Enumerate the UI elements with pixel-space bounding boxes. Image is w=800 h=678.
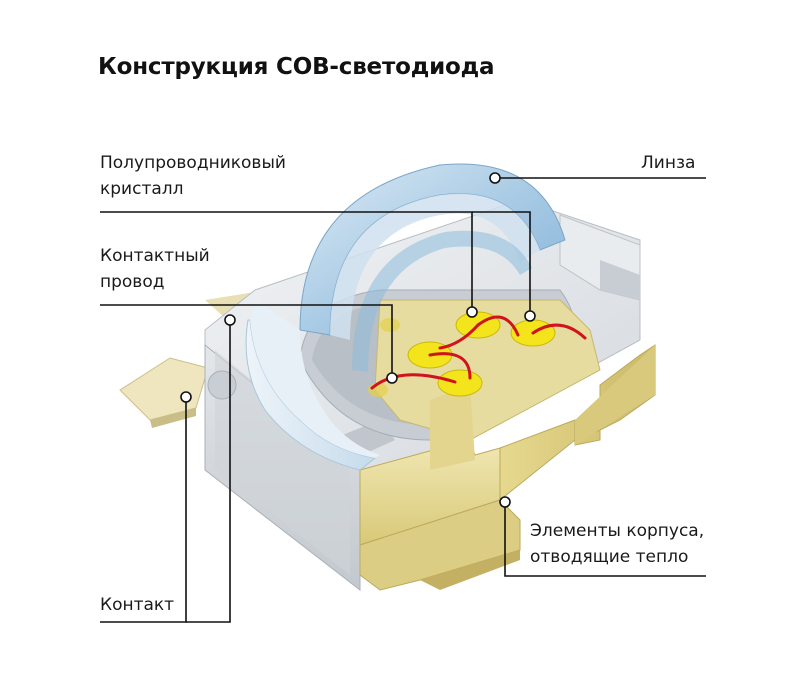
leader-lines xyxy=(100,177,706,623)
lens xyxy=(245,163,566,471)
label-heat-line2: отводящие тепло xyxy=(530,547,689,567)
contact-wires xyxy=(370,315,587,390)
leader-markers xyxy=(180,172,536,508)
label-heat-line1: Элементы корпуса, xyxy=(530,521,705,541)
label-contact: Контакт xyxy=(100,595,175,615)
label-crystal-line1: Полупроводниковый xyxy=(100,153,286,173)
diagram-title: Конструкция СОВ-светодиода xyxy=(98,54,495,80)
label-heat-elements: Элементы корпуса, отводящие тепло xyxy=(530,518,704,570)
label-wire-line1: Контактный xyxy=(100,246,210,266)
label-lens: Линза xyxy=(641,153,696,173)
label-contact-wire: Контактный провод xyxy=(100,243,210,295)
label-wire-line2: провод xyxy=(100,272,165,292)
label-crystal-line2: кристалл xyxy=(100,179,184,199)
label-semiconductor-crystal: Полупроводниковый кристалл xyxy=(100,150,286,202)
